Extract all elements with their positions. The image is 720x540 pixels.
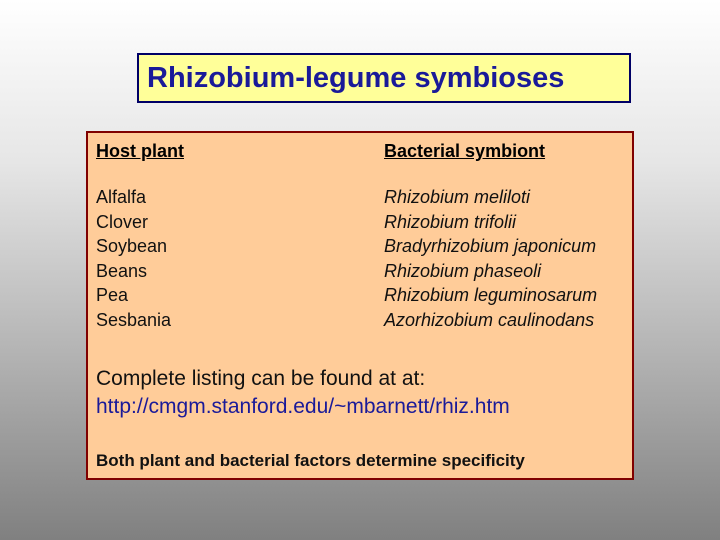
host-plant-item: Pea [96,285,129,305]
symbiont-item: Rhizobium phaseoli [384,260,542,281]
host-plant-item: Alfalfa [96,187,147,207]
slide-title: Rhizobium-legume symbioses [147,62,565,94]
conclusion-text: Both plant and bacterial factors determi… [96,451,525,470]
host-plant-item: Sesbania [96,309,172,330]
symbiont-item: Azorhizobium caulinodans [384,309,595,330]
host-plant-item: Soybean [96,236,168,256]
symbiont-item: Rhizobium leguminosarum [384,285,598,305]
symbiont-item: Bradyrhizobium japonicum [384,236,597,256]
listing-url-link[interactable]: http://cmgm.stanford.edu/~mbarnett/rhiz.… [96,395,510,418]
host-plant-list: Alfalfa Clover Soybean Beans Pea Sesbani… [96,185,171,332]
host-plant-item: Clover [96,211,149,232]
bacterial-symbiont-header: Bacterial symbiont [384,141,546,161]
content-box: Host plant Bacterial symbiont Alfalfa Cl… [86,131,634,480]
host-plant-item: Beans [96,260,148,281]
symbiont-item: Rhizobium trifolii [384,211,517,232]
title-box: Rhizobium-legume symbioses [137,53,631,103]
host-plant-header: Host plant [96,141,184,161]
symbiont-item: Rhizobium meliloti [384,187,531,207]
bacterial-symbiont-list: Rhizobium meliloti Rhizobium trifolii Br… [384,185,597,332]
listing-text: Complete listing can be found at at: [96,367,426,390]
